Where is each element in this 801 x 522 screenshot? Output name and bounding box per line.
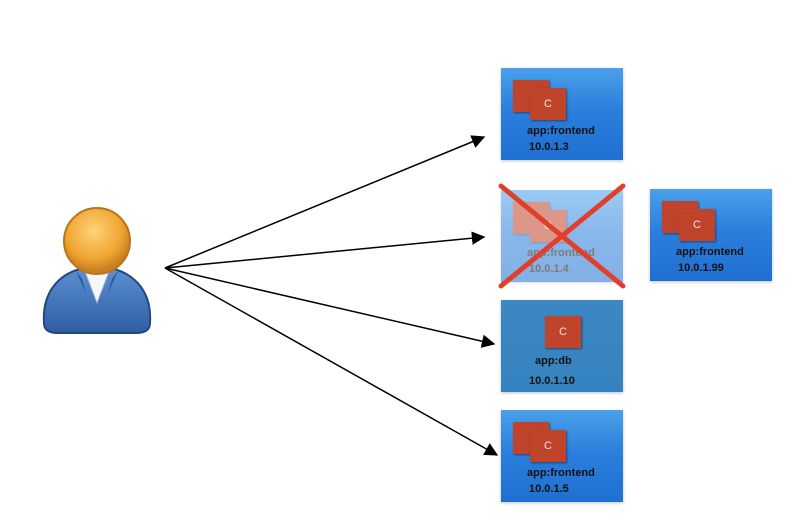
pod-frontend-replacement: C app:frontend 10.0.1.99	[650, 189, 772, 281]
container-box: C	[679, 209, 715, 241]
container-box: C	[530, 430, 566, 462]
pod-ip: 10.0.1.4	[529, 263, 569, 275]
arrow-to-pod-2	[164, 231, 486, 269]
arrow-to-pod-3	[164, 267, 496, 348]
pod-db: C app:db 10.0.1.10	[501, 300, 623, 392]
container-box: C	[545, 316, 581, 348]
pod-ip: 10.0.1.3	[529, 141, 569, 153]
arrow-to-pod-4	[164, 267, 499, 456]
pod-ip: 10.0.1.99	[678, 262, 724, 274]
pod-frontend-2: C app:frontend 10.0.1.5	[501, 410, 623, 502]
pod-ip: 10.0.1.10	[529, 375, 575, 387]
pod-label: app:db	[535, 355, 572, 367]
pod-label: app:frontend	[527, 467, 595, 479]
pod-ip: 10.0.1.5	[529, 483, 569, 495]
terminated-cross-icon	[498, 183, 626, 289]
arrow-to-pod-1	[164, 135, 486, 269]
pod-frontend-1: C app:frontend 10.0.1.3	[501, 68, 623, 160]
pod-label: app:frontend	[527, 125, 595, 137]
container-box: C	[530, 88, 566, 120]
user-icon	[42, 207, 152, 334]
pod-label: app:frontend	[676, 246, 744, 258]
